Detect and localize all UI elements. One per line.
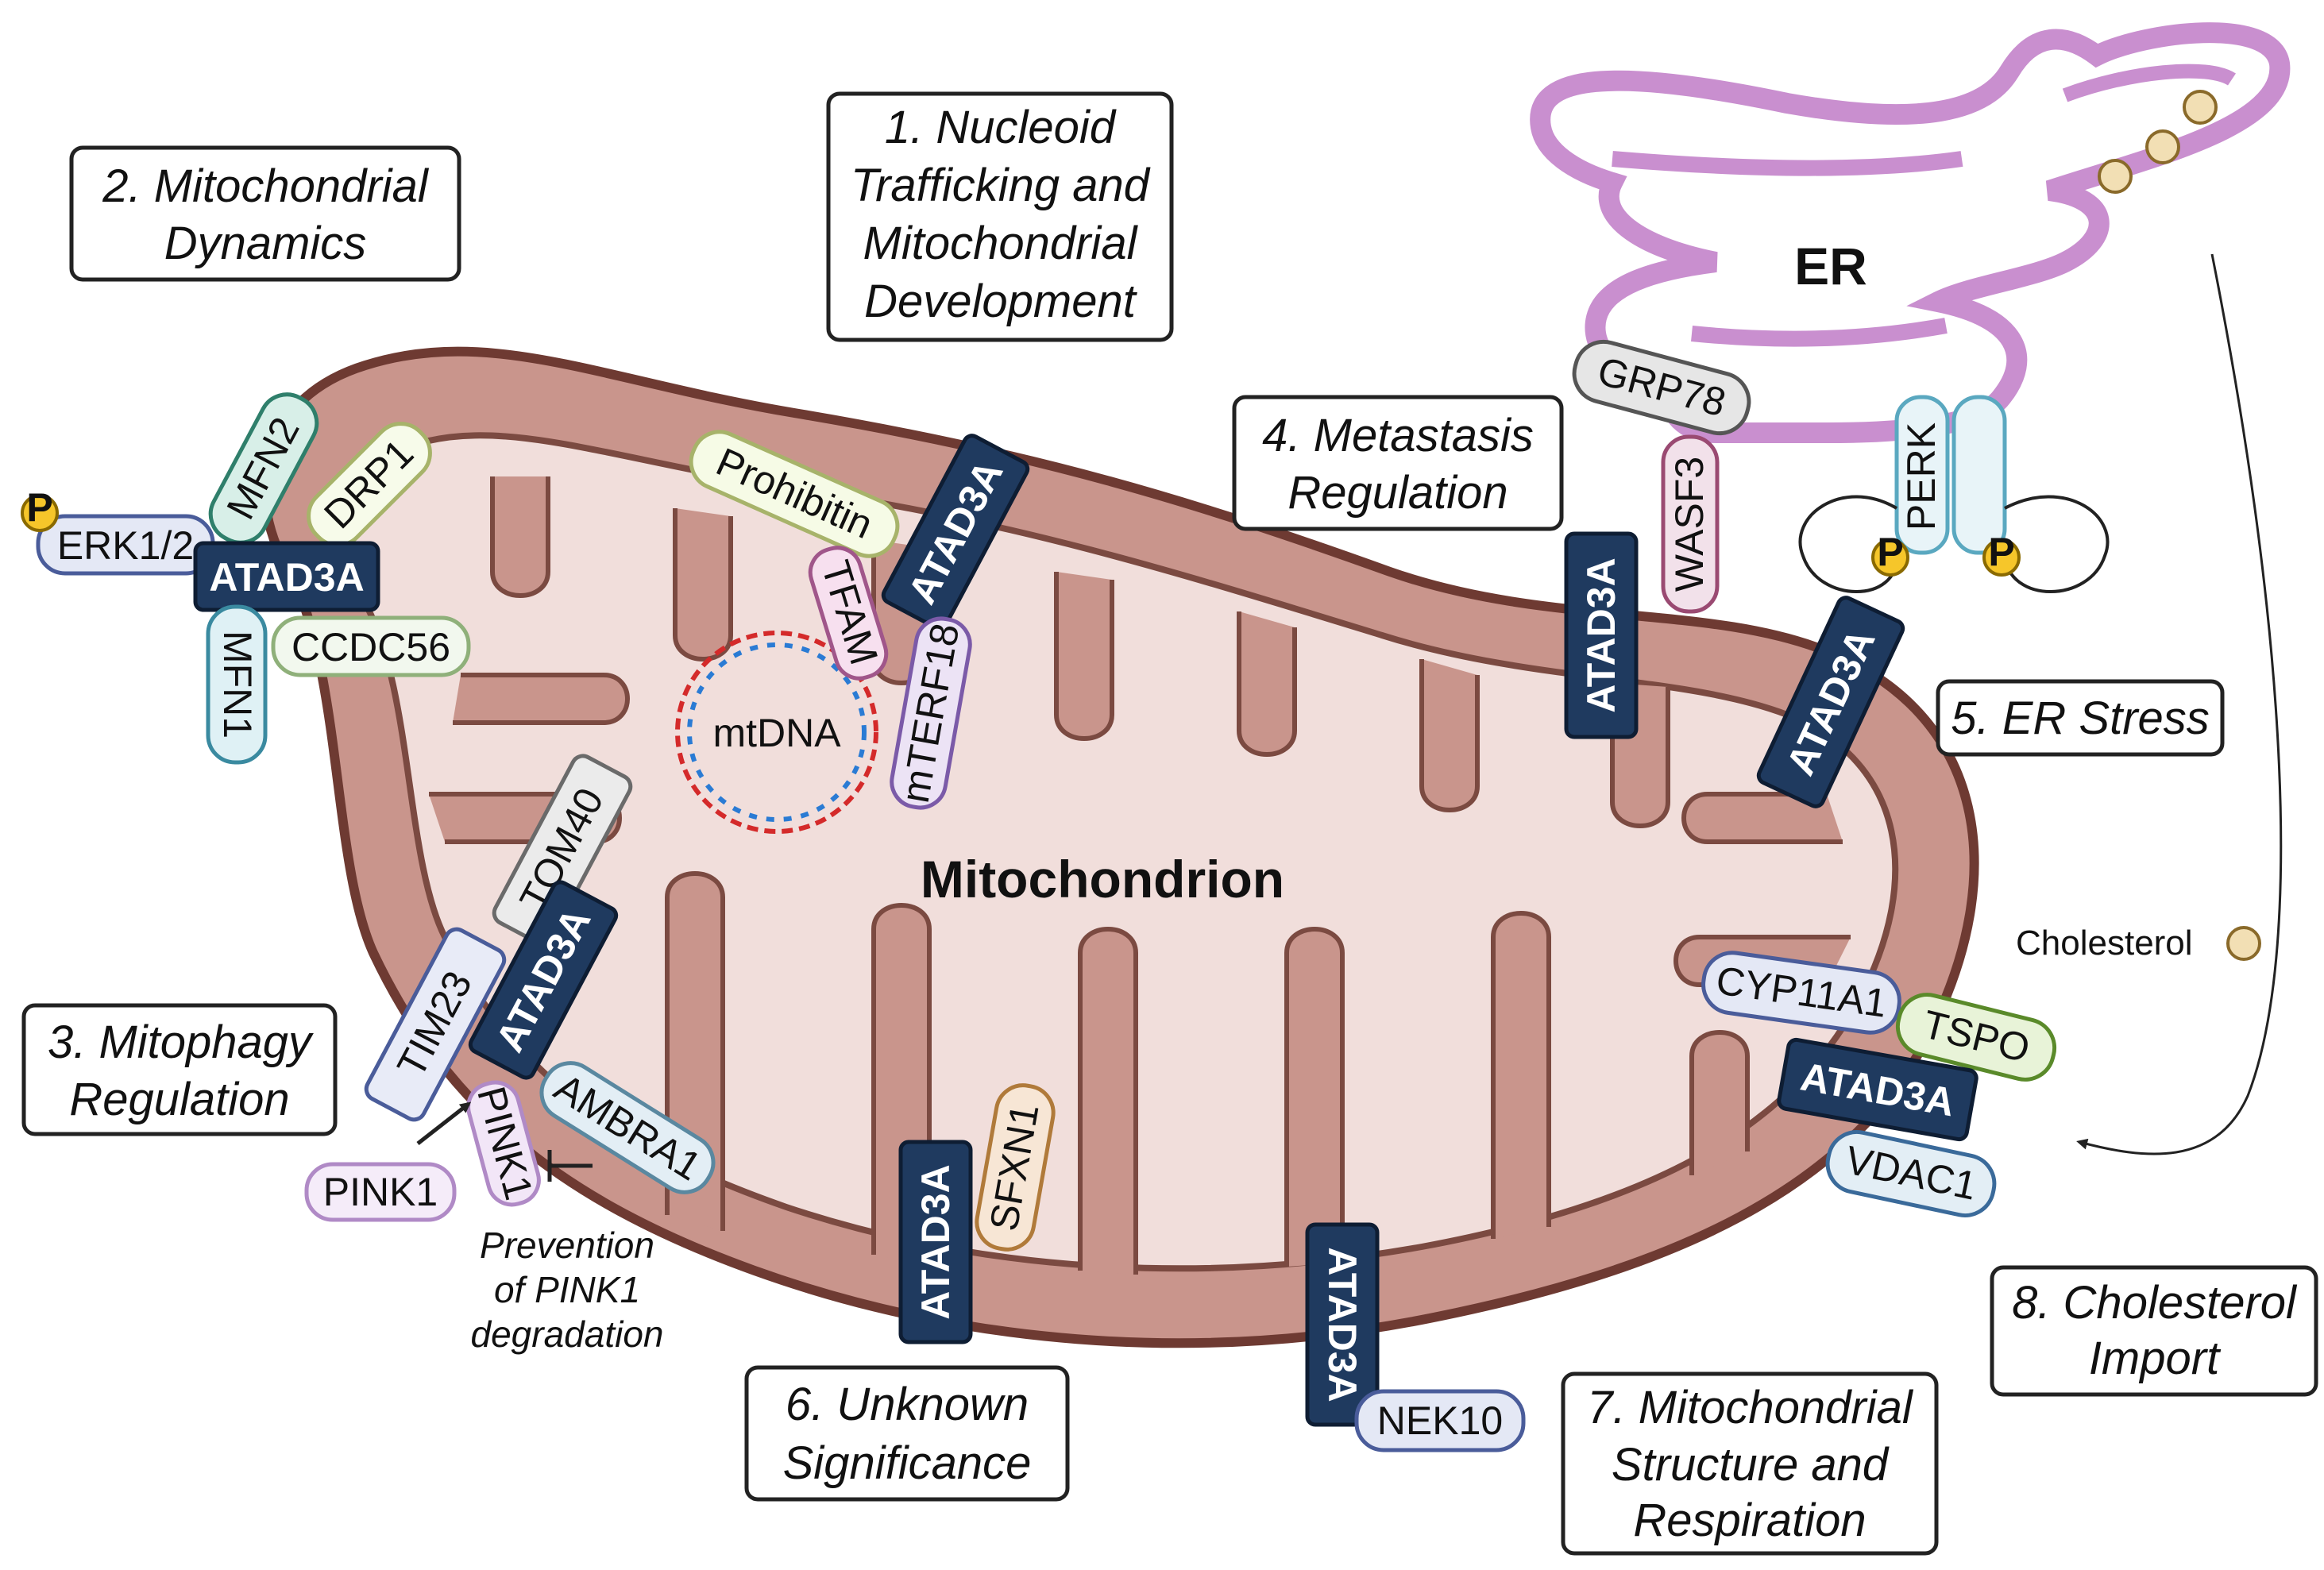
svg-text:MFN1: MFN1 <box>215 631 260 739</box>
protein-atad3a-structure: ATAD3A <box>1305 1222 1380 1427</box>
protein-cyp11a1: CYP11A1 <box>1701 951 1901 1035</box>
svg-text:NEK10: NEK10 <box>1377 1398 1503 1443</box>
er-label: ER <box>1794 237 1867 295</box>
protein-perk <box>1798 395 2110 593</box>
svg-text:ATAD3A: ATAD3A <box>1320 1247 1365 1402</box>
cholesterol-import-arrow <box>2076 253 2283 1155</box>
ambra1-inhibition-mark <box>547 1150 593 1182</box>
phospho-marker-perk-left: P <box>1871 530 1909 577</box>
protein-atad3a-unknown: ATAD3A <box>898 1140 973 1344</box>
svg-text:P: P <box>1877 530 1903 574</box>
svg-text:P: P <box>26 485 52 530</box>
svg-text:ATAD3A: ATAD3A <box>1579 557 1623 712</box>
protein-sfxn1: SFXN1 <box>975 1083 1056 1252</box>
svg-text:ATAD3A: ATAD3A <box>209 555 364 600</box>
svg-text:P: P <box>1988 530 2014 574</box>
cholesterol-icon <box>2226 926 2261 961</box>
phospho-marker-perk-right: P <box>1982 530 2021 577</box>
endoplasmic-reticulum <box>1530 22 2291 443</box>
mtdna-label: mtDNA <box>712 711 841 755</box>
svg-text:CCDC56: CCDC56 <box>291 625 450 669</box>
svg-text:5. ER Stress: 5. ER Stress <box>1951 692 2210 744</box>
svg-text:ERK1/2: ERK1/2 <box>57 523 194 568</box>
protein-atad3a-cholesterol: ATAD3A <box>1777 1037 1978 1142</box>
protein-pink1-outer: PINK1 <box>304 1162 457 1222</box>
perk-label: PERK <box>1899 422 1944 530</box>
protein-grp78: GRP78 <box>1572 339 1751 436</box>
protein-wasf3: WASF3 <box>1661 434 1720 614</box>
mtdna-icon <box>675 631 878 834</box>
protein-atad3a-dynamics: ATAD3A <box>193 541 380 612</box>
protein-vdac1: VDAC1 <box>1825 1129 1997 1218</box>
process-box-er-stress: 5. ER Stress <box>1936 679 2225 757</box>
svg-text:PINK1: PINK1 <box>323 1170 438 1214</box>
protein-atad3a-metastasis: ATAD3A <box>1564 531 1639 739</box>
phospho-marker-erk: P <box>21 485 59 532</box>
svg-text:ATAD3A: ATAD3A <box>913 1164 958 1319</box>
protein-erk: ERK1/2 <box>36 514 215 576</box>
svg-text:WASF3: WASF3 <box>1667 457 1712 592</box>
mitochondrion-label: Mitochondrion <box>921 850 1284 908</box>
protein-mfn1: MFN1 <box>206 604 268 765</box>
cholesterol-label: Cholesterol <box>2016 924 2193 962</box>
protein-nek10: NEK10 <box>1354 1389 1526 1452</box>
protein-ccdc56: CCDC56 <box>271 615 471 677</box>
pink1-import-arrow <box>416 1101 472 1145</box>
